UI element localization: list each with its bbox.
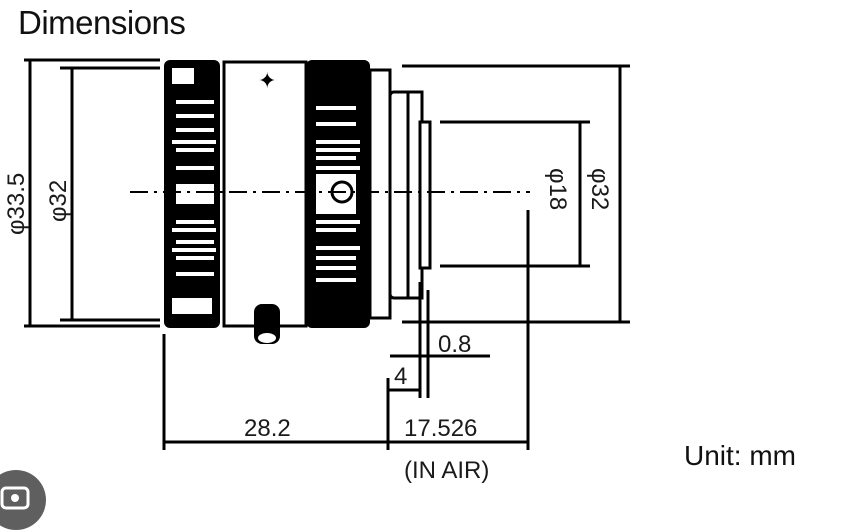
unit-label: Unit: mm [684, 440, 796, 471]
label-mount-diameter-left: φ32 [45, 180, 72, 222]
svg-text:✦: ✦ [258, 69, 276, 94]
diagram-title: Dimensions [18, 4, 186, 41]
label-body-length: 28.2 [244, 415, 291, 442]
label-mount-diameter-right: φ32 [586, 168, 613, 210]
label-back-focus-note: (IN AIR) [404, 457, 489, 484]
label-flange-thickness: 4 [394, 363, 407, 390]
camera-icon-glyph [0, 486, 30, 510]
label-outer-diameter: φ33.5 [3, 173, 30, 235]
label-rear-diameter: φ18 [544, 168, 571, 210]
lens-dimension-drawing: ✦ φ33.5 [3, 58, 630, 484]
label-flange-offset: 0.8 [438, 331, 471, 358]
label-back-focus: 17.526 [404, 415, 477, 442]
